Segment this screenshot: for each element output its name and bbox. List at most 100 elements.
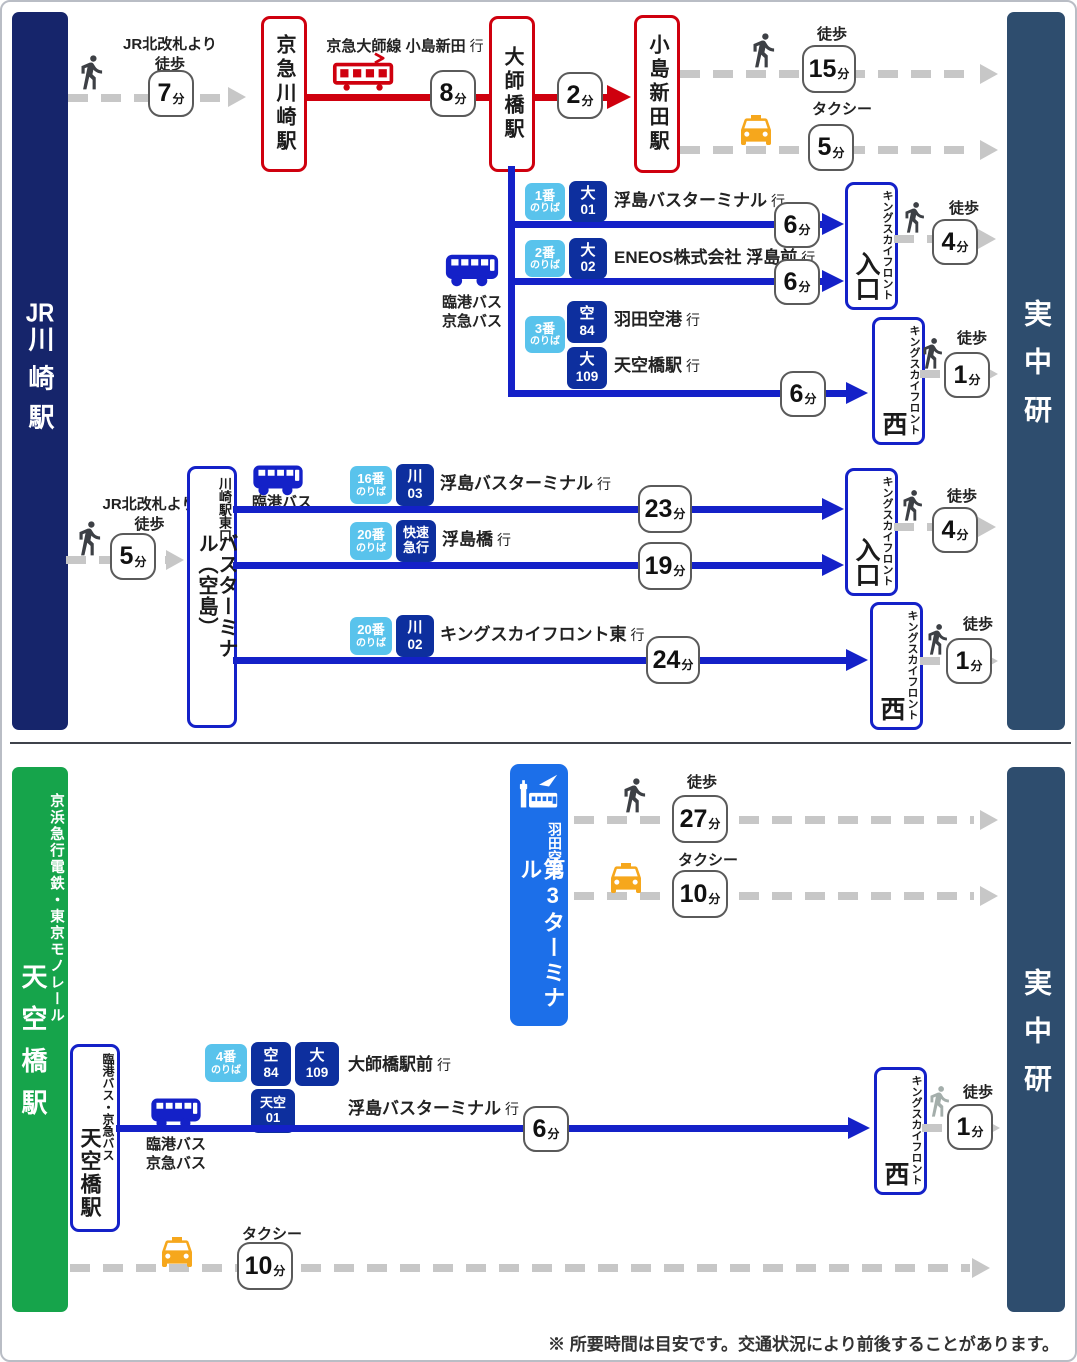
duration-unit: 分 xyxy=(708,817,721,831)
bus-terminal-box: 川崎駅東口 バスターミナル（空島） xyxy=(187,466,237,728)
bus-destination: キングスカイフロント東行 xyxy=(440,626,645,643)
west-suffix-large: 西 xyxy=(877,696,905,721)
duration-value: 7 xyxy=(157,79,172,107)
west-name-small: キングスカイフロント xyxy=(906,610,918,720)
bus-icon xyxy=(252,463,304,497)
bus-icon xyxy=(445,252,499,288)
duration-value: 10 xyxy=(244,1251,273,1280)
duration-unit: 分 xyxy=(673,507,686,521)
duration-unit: 分 xyxy=(673,564,686,578)
route-number: 02 xyxy=(407,636,423,652)
taxi-label: タクシー xyxy=(811,101,872,118)
stop-label: のりば xyxy=(530,260,560,272)
duration-unit: 分 xyxy=(681,658,694,672)
bus-destination: 浮島橋行 xyxy=(442,531,511,548)
route-number: 109 xyxy=(575,368,599,384)
gray-arrow-icon xyxy=(980,140,998,160)
taxi-dash-line xyxy=(70,1264,970,1272)
bus-operator-line2: 京急バス xyxy=(145,1155,206,1172)
stop-number: 3番 xyxy=(534,320,556,336)
bound-for-suffix: 行 xyxy=(505,1101,519,1117)
terminal-name-small: 川崎駅東口 xyxy=(217,477,232,542)
duration-value: 15 xyxy=(808,54,837,83)
duration-value: 2 xyxy=(566,81,581,109)
haneda-name-large: 第3ターミナル xyxy=(517,858,566,1026)
bus-stop-badge: 1番のりば xyxy=(525,183,565,220)
blue-arrow-icon xyxy=(822,213,844,235)
route-number: 01 xyxy=(580,202,596,218)
station-box-kojimashinden: 小島新田駅 xyxy=(634,15,680,173)
taxi-dash-line xyxy=(574,892,974,900)
bound-for-suffix: 行 xyxy=(630,627,645,643)
stop-label: のりば xyxy=(530,336,560,348)
duration-value: 5 xyxy=(817,133,832,161)
route-number: 01 xyxy=(265,1110,281,1125)
express-line2: 急行 xyxy=(402,540,429,555)
duration-unit: 分 xyxy=(956,240,969,254)
bus-route-line xyxy=(511,390,846,397)
bus-stop-badge: 2番のりば xyxy=(525,240,565,277)
station-box-daishibashi: 大師橋駅 xyxy=(489,16,535,172)
kings-skyfront-west-box: キングスカイフロント 西 xyxy=(874,1067,927,1195)
west-suffix-large: 西 xyxy=(881,1161,909,1186)
duration-unit: 分 xyxy=(798,223,811,237)
stop-label: のりば xyxy=(356,486,386,498)
stop-label: のりば xyxy=(356,637,386,649)
destination-name: ENEOS株式会社 浮島前 xyxy=(614,248,798,267)
bound-for-suffix: 行 xyxy=(437,1057,451,1073)
bus-destination: 天空橋駅行 xyxy=(614,357,700,374)
haneda-large-2: ターミナル xyxy=(517,858,566,1011)
gate-name-small: キングスカイフロント xyxy=(881,476,893,586)
gray-arrow-icon xyxy=(972,1258,990,1278)
route-number: 03 xyxy=(407,485,423,501)
duration-unit: 分 xyxy=(172,91,185,106)
duration-value: 10 xyxy=(679,879,708,908)
taxi-icon xyxy=(150,1232,204,1272)
red-arrow-icon xyxy=(607,85,631,109)
route-kanji: 天空 xyxy=(259,1095,286,1111)
route-kanji: 大 xyxy=(579,351,595,369)
haneda-name-small: 羽田空港 xyxy=(547,822,563,878)
duration-unit: 分 xyxy=(956,528,969,542)
destination-bar-top: 実中研 xyxy=(1007,12,1065,730)
disclaimer-note: ※ 所要時間は目安です。交通状況により前後することがあります。 xyxy=(548,1335,1059,1354)
walk-icon xyxy=(897,196,931,238)
duration-value: 6 xyxy=(532,1114,547,1143)
destination-bar-bottom: 実中研 xyxy=(1007,767,1065,1312)
destination-label: 実中研 xyxy=(1021,299,1052,443)
bound-for-suffix: 行 xyxy=(686,358,700,374)
express-line1: 快速 xyxy=(402,525,429,541)
stop-label: のりば xyxy=(211,1064,241,1076)
duration-unit: 分 xyxy=(581,93,594,108)
rail-line-name: 京急大師線 小島新田 xyxy=(326,38,466,55)
destination-name: 大師橋駅前 xyxy=(348,1055,433,1074)
kings-skyfront-west-box: キングスカイフロント 西 xyxy=(870,602,923,730)
origin-prefix: JR xyxy=(25,299,55,326)
origin-bar-label: JR川崎駅 xyxy=(25,299,55,443)
walk-note-line1: JR北改札より xyxy=(102,496,197,513)
duration-unit: 分 xyxy=(968,373,981,387)
destination-name: 浮島バスターミナル xyxy=(614,191,767,210)
gate-suffix-large: 入口 xyxy=(852,251,880,301)
gray-arrow-icon xyxy=(980,886,998,906)
gray-arrow-icon xyxy=(978,517,996,537)
walk-label: 徒歩 xyxy=(816,26,847,43)
bound-for-suffix: 行 xyxy=(597,476,611,492)
walk-label: 徒歩 xyxy=(948,200,979,217)
terminal-name-large: バスターミナル（空島） xyxy=(195,533,237,659)
destination-name: 浮島バスターミナル xyxy=(348,1099,501,1118)
stop-number: 20番 xyxy=(357,527,385,543)
bus-operator-line2: 京急バス xyxy=(441,313,502,330)
stop-number: 2番 xyxy=(534,244,556,260)
station-name: 小島新田駅 xyxy=(646,34,668,154)
walk-label: 徒歩 xyxy=(962,616,993,633)
